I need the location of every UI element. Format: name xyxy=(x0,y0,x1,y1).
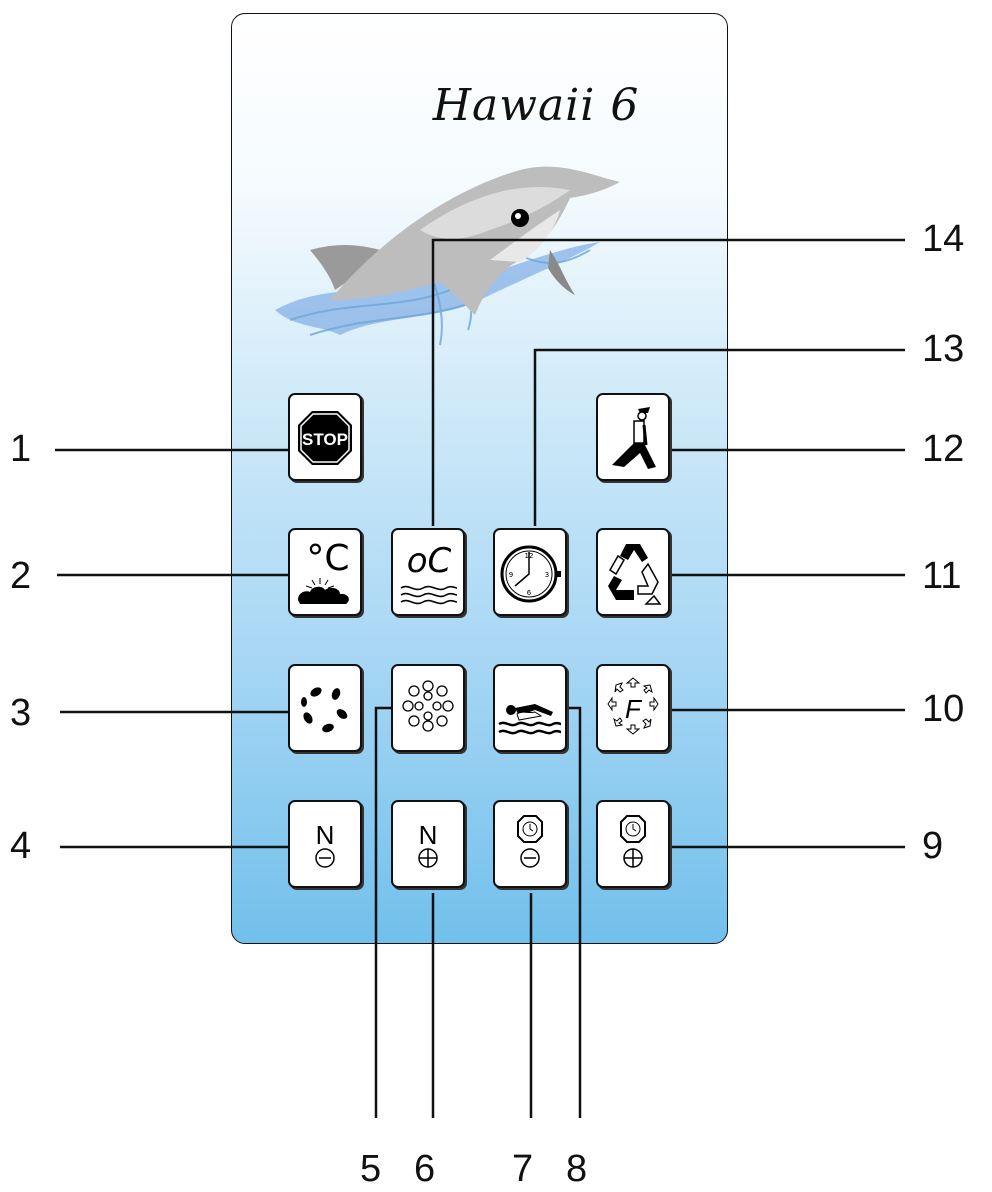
filter-cycle-icon: F xyxy=(607,677,659,735)
n-plus-label: N xyxy=(419,820,438,850)
jets-button[interactable] xyxy=(288,664,362,752)
callout-7: 7 xyxy=(512,1148,534,1190)
callout-2: 2 xyxy=(10,555,32,597)
n-plus-button[interactable]: N xyxy=(391,800,465,888)
walker-button[interactable] xyxy=(596,393,670,481)
sun-cloud-temperature-icon: °C xyxy=(298,538,350,604)
water-heat-button[interactable]: oC xyxy=(391,528,465,616)
panel-title: Hawaii 6 xyxy=(432,80,640,131)
time-plus-button[interactable] xyxy=(596,800,670,888)
water-temperature-icon: oC xyxy=(400,541,458,605)
stop-sign-icon: STOP xyxy=(298,411,352,465)
recycle-icon xyxy=(608,544,662,605)
jets-icon xyxy=(301,687,348,733)
plus-icon: N xyxy=(418,820,438,868)
callout-14: 14 xyxy=(922,218,965,260)
callout-3: 3 xyxy=(10,692,32,734)
watch-minus-icon xyxy=(517,815,543,868)
n-minus-button[interactable]: N xyxy=(288,800,362,888)
air-heat-label: °C xyxy=(306,538,349,579)
bubbles-button[interactable] xyxy=(391,664,465,752)
bubbles-icon xyxy=(402,680,454,732)
callout-13: 13 xyxy=(922,328,965,370)
callout-12: 12 xyxy=(922,428,965,470)
stop-button[interactable]: STOP xyxy=(288,393,362,481)
callout-1: 1 xyxy=(10,428,32,470)
air-heat-button[interactable]: °C xyxy=(288,528,362,616)
filter-label: F xyxy=(625,694,643,724)
person-walking-icon xyxy=(612,407,656,469)
watch-plus-icon xyxy=(620,815,646,868)
clock-icon: 12 3 6 9 xyxy=(500,545,561,603)
callout-6: 6 xyxy=(414,1148,436,1190)
timer-button[interactable]: 12 3 6 9 xyxy=(493,528,567,616)
callout-8: 8 xyxy=(566,1148,588,1190)
callout-5: 5 xyxy=(360,1148,382,1190)
svg-text:12: 12 xyxy=(525,552,534,560)
swim-button[interactable] xyxy=(493,664,567,752)
callout-10: 10 xyxy=(922,688,965,730)
svg-text:6: 6 xyxy=(527,589,532,597)
svg-text:3: 3 xyxy=(545,571,549,579)
callout-4: 4 xyxy=(10,825,32,867)
n-minus-label: N xyxy=(316,820,335,850)
time-minus-button[interactable] xyxy=(493,800,567,888)
callout-9: 9 xyxy=(922,825,944,867)
swimmer-icon xyxy=(498,704,562,735)
svg-text:9: 9 xyxy=(509,571,513,579)
callout-11: 11 xyxy=(922,555,962,597)
water-heat-label: oC xyxy=(407,541,452,581)
filter-button[interactable]: F xyxy=(596,664,670,752)
minus-icon: N xyxy=(315,820,335,868)
recycle-button[interactable] xyxy=(596,528,670,616)
dolphin-illustration xyxy=(275,166,620,346)
stop-label: STOP xyxy=(302,430,348,449)
